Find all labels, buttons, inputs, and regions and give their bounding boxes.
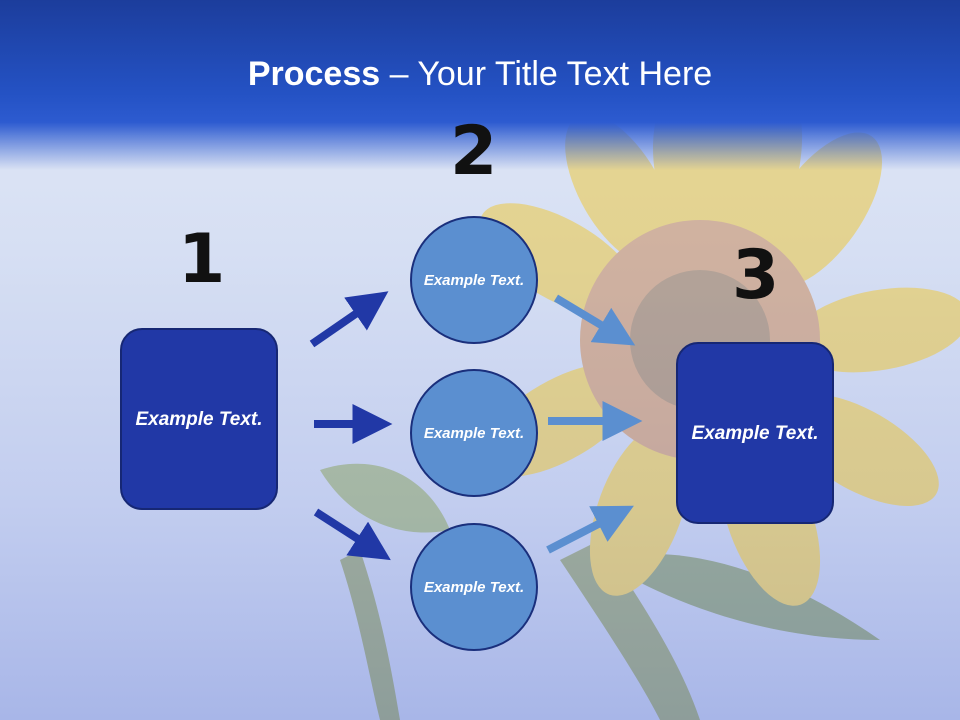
step1-box[interactable]: Example Text. [120, 328, 278, 510]
page-title: Process – Your Title Text Here [0, 52, 960, 96]
step2-circle-middle[interactable]: Example Text. [410, 369, 538, 497]
title-bar [0, 0, 960, 170]
arrow-to-step3-top [553, 294, 636, 346]
title-bold: Process [247, 55, 381, 93]
arrow-to-step2-top [309, 291, 389, 348]
step2-circle-top[interactable]: Example Text. [410, 216, 538, 344]
step3-number: 3 [732, 236, 780, 315]
arrow-to-step2-bottom [313, 508, 391, 561]
step2-circle-text: Example Text. [423, 271, 525, 289]
arrow-to-step3-bottom [546, 505, 634, 554]
title-rest: – Your Title Text Here [380, 55, 713, 93]
step1-text: Example Text. [135, 408, 263, 430]
step2-number: 2 [450, 112, 498, 191]
step1-number: 1 [178, 220, 226, 299]
step2-circle-bottom[interactable]: Example Text. [410, 523, 538, 651]
step3-box[interactable]: Example Text. [676, 342, 834, 524]
step3-text: Example Text. [691, 422, 819, 444]
step2-circle-text: Example Text. [423, 578, 525, 596]
step2-circle-text: Example Text. [423, 424, 525, 442]
